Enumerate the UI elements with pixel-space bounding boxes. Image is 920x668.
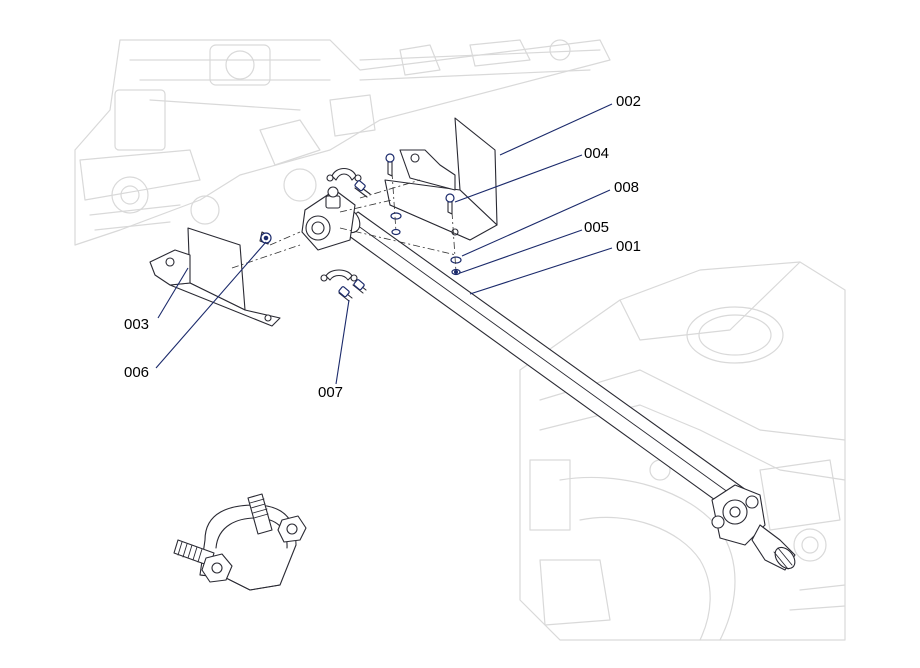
callout-004: 004 <box>584 145 609 162</box>
part-001-main-tube <box>335 206 761 519</box>
callout-labels: 002 004 008 005 001 003 006 007 <box>124 93 641 401</box>
bolts-007 <box>338 180 371 302</box>
tube-end-housing-front <box>301 186 356 251</box>
callout-003: 003 <box>124 316 149 333</box>
part-002-bracket <box>384 117 498 241</box>
callout-008: 008 <box>614 179 639 196</box>
part-003-bracket <box>149 227 281 327</box>
lower-clamp <box>320 269 358 282</box>
fasteners-004 <box>385 153 455 215</box>
leader-lines <box>155 103 613 385</box>
background-frame-upper-left <box>74 39 611 246</box>
callout-001: 001 <box>616 238 641 255</box>
callout-006: 006 <box>124 364 149 381</box>
detail-u-bolt-clamp <box>173 493 307 591</box>
washers-005 <box>390 212 462 276</box>
callout-005: 005 <box>584 219 609 236</box>
tube-end-yoke-rear <box>711 484 796 571</box>
assembly-centre-lines <box>231 171 457 273</box>
bolt-006 <box>259 231 272 245</box>
callout-007: 007 <box>318 384 343 401</box>
upper-clamp-008 <box>326 167 362 182</box>
callout-002: 002 <box>616 93 641 110</box>
